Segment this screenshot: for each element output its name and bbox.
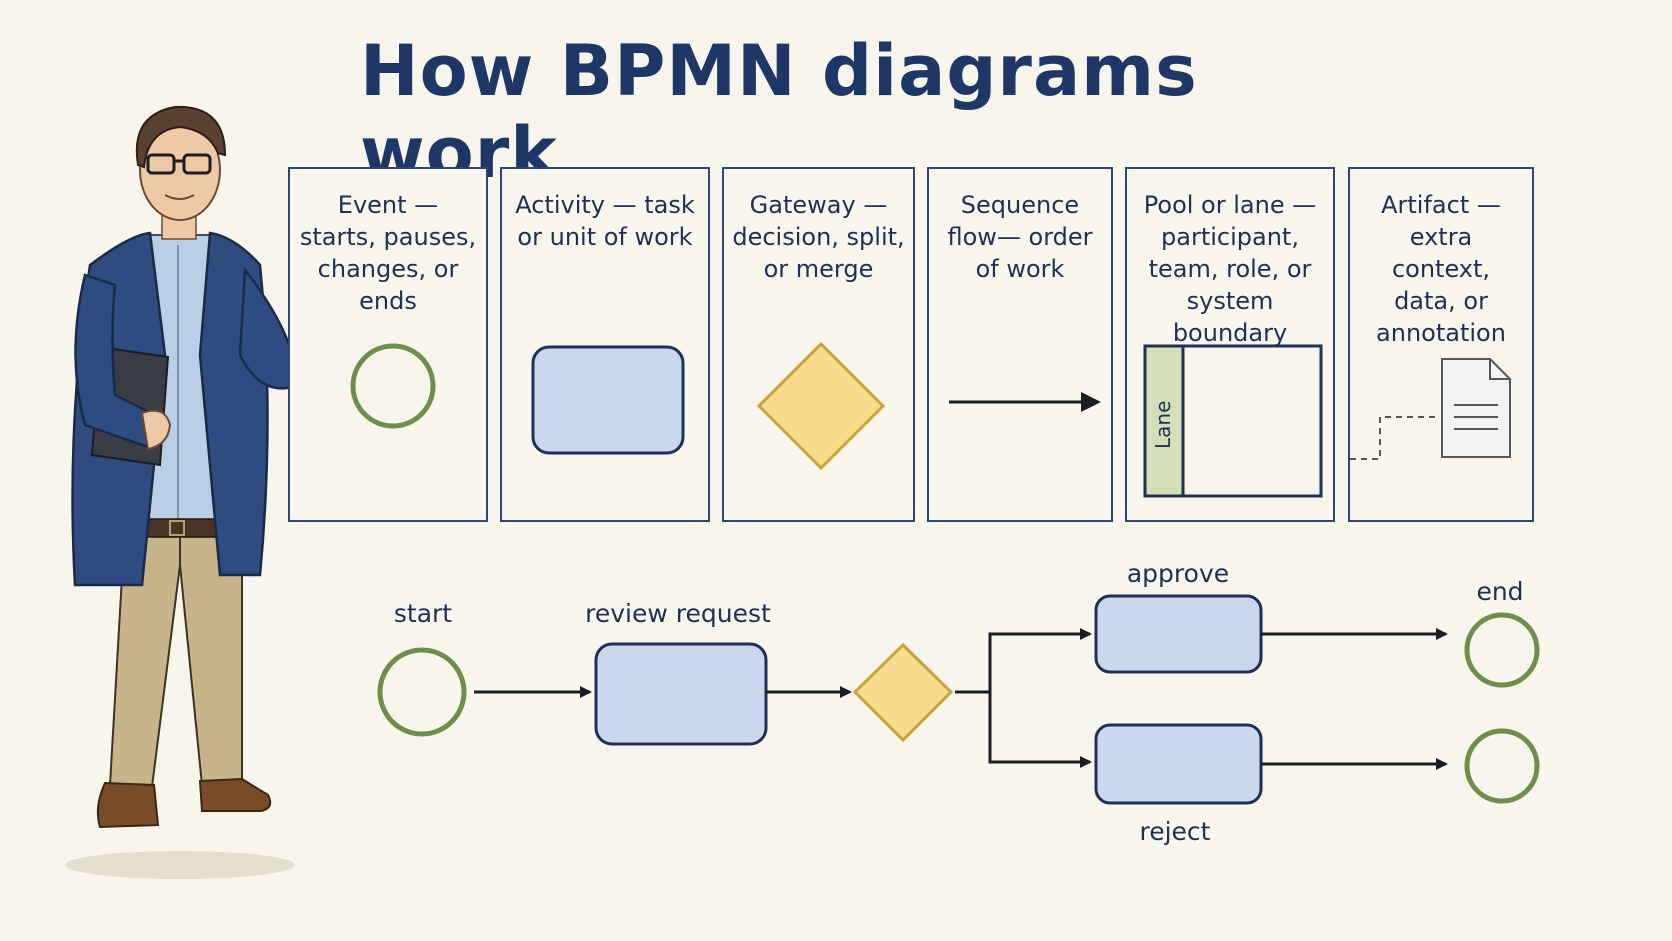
legend-text-artifact: Artifact — extra context, data, or annot… bbox=[1376, 191, 1506, 347]
legend-text-pool: Pool or lane — participant, team, role, … bbox=[1143, 191, 1317, 347]
lane-label: Lane bbox=[1151, 401, 1175, 449]
reject-label: reject bbox=[1140, 817, 1211, 846]
legend-text-event: Event — starts, pauses, changes, or ends bbox=[299, 191, 477, 315]
legend-text-gateway: Gateway — decision, split, or merge bbox=[732, 191, 905, 283]
review-label: review request bbox=[585, 599, 771, 628]
event-circle-icon bbox=[350, 343, 436, 429]
gateway-diamond-icon bbox=[756, 341, 886, 471]
start-event bbox=[377, 647, 467, 737]
flow-gateway-to-reject bbox=[988, 692, 1092, 768]
legend-card-activity: Activity — task or unit of work bbox=[500, 167, 710, 522]
pool-lane-icon: Lane bbox=[1143, 344, 1323, 498]
end-event-reject bbox=[1464, 728, 1540, 804]
legend-text-sequence: Sequence flow— order of work bbox=[947, 191, 1093, 283]
sequence-arrow-icon bbox=[949, 392, 1101, 412]
page-title: How BPMN diagrams work bbox=[360, 30, 1198, 194]
legend-card-pool: Pool or lane — participant, team, role, … bbox=[1125, 167, 1335, 522]
legend-text-activity: Activity — task or unit of work bbox=[515, 191, 695, 251]
legend-card-sequence: Sequence flow— order of work bbox=[927, 167, 1113, 522]
document-icon bbox=[1350, 358, 1511, 460]
end-event-approve bbox=[1464, 612, 1540, 688]
approve-label: approve bbox=[1127, 559, 1229, 588]
flow-gateway-to-approve bbox=[955, 628, 1092, 694]
review-request-activity bbox=[594, 642, 768, 746]
legend-card-event: Event — starts, pauses, changes, or ends bbox=[288, 167, 488, 522]
legend-card-artifact: Artifact — extra context, data, or annot… bbox=[1348, 167, 1534, 522]
legend-card-gateway: Gateway — decision, split, or merge bbox=[722, 167, 915, 522]
decision-gateway bbox=[852, 642, 954, 743]
reject-activity bbox=[1094, 723, 1263, 805]
end-label: end bbox=[1476, 577, 1523, 606]
activity-rect-icon bbox=[531, 345, 685, 455]
start-label: start bbox=[394, 599, 452, 628]
approve-activity bbox=[1094, 594, 1263, 674]
